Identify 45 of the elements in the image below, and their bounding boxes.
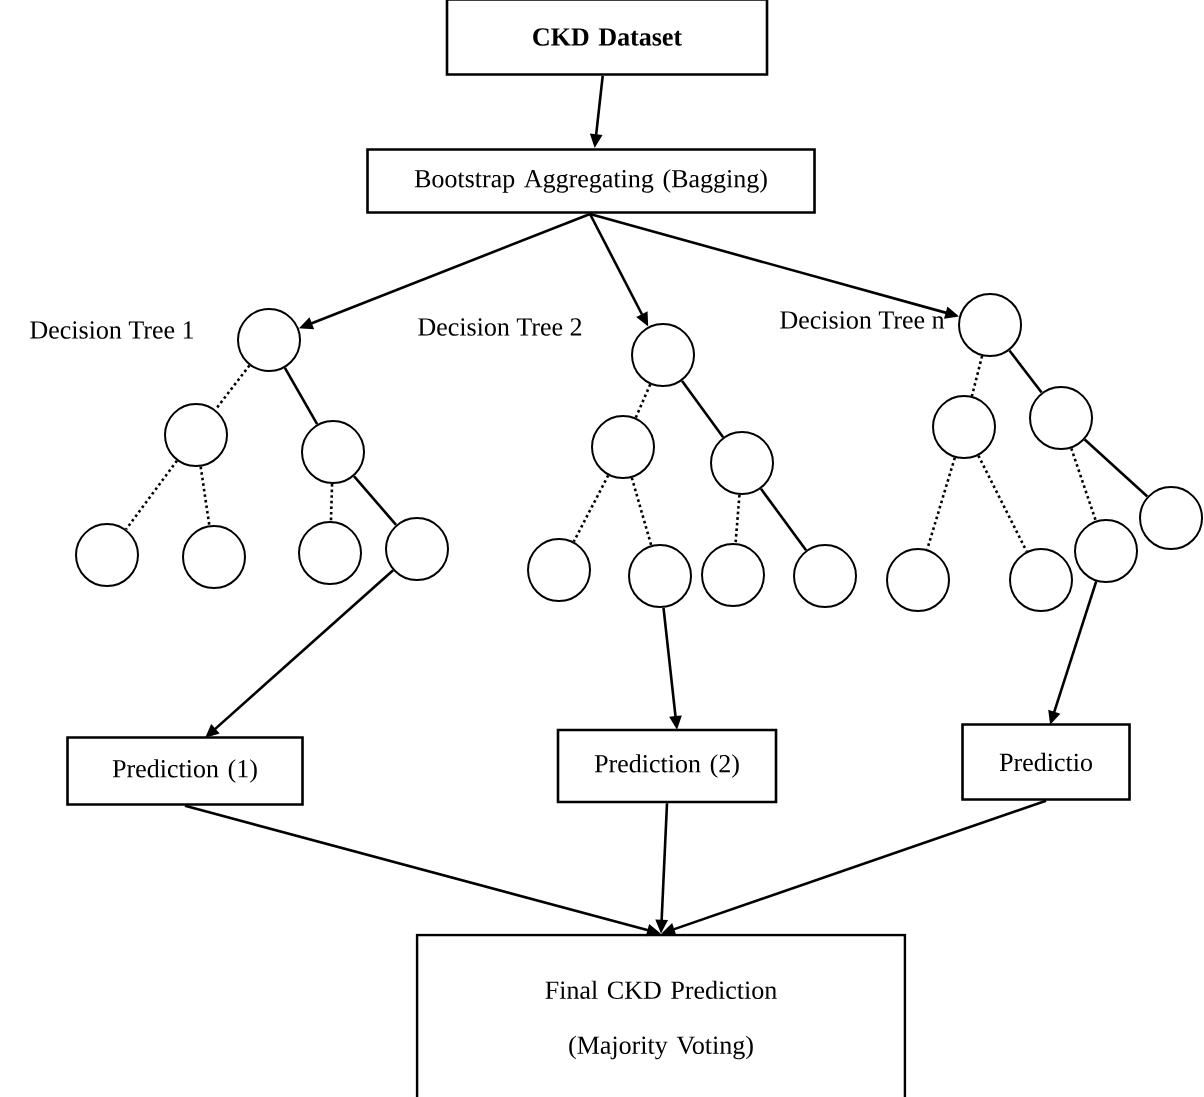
branch-line	[759, 488, 808, 551]
dotted-branch-line	[572, 474, 610, 543]
dotted-branch-line	[125, 459, 178, 531]
process-box: CKD Dataset	[445, 0, 769, 76]
dotted-branch-line	[634, 383, 652, 419]
tree-node-circle	[301, 420, 365, 484]
tree-node-circle	[527, 538, 591, 602]
dotted-branch-line	[734, 494, 741, 544]
tree-node-circle	[1074, 519, 1138, 583]
final-prediction-box: Final CKD Prediction (Majority Voting)	[415, 933, 907, 1097]
tree-node-circle	[75, 523, 139, 587]
branch-line	[283, 367, 319, 425]
dotted-branch-line	[977, 455, 1028, 552]
process-box: Bootstrap Aggregating (Bagging)	[366, 148, 816, 214]
tree-node-circle	[1029, 386, 1093, 450]
dotted-branch-line	[329, 483, 334, 522]
branch-line	[1008, 349, 1043, 394]
tree-label: Decision Tree 1	[30, 321, 193, 339]
prediction-box: Prediction (1)	[66, 736, 304, 806]
prediction-box: Prediction (2)	[556, 728, 778, 804]
tree-node-circle	[932, 395, 996, 459]
tree-node-circle	[793, 544, 857, 608]
dotted-branch-line	[1070, 447, 1097, 522]
tree-label: Decision Tree n	[780, 311, 945, 329]
tree-node-circle	[710, 431, 774, 495]
dotted-branch-line	[970, 355, 984, 397]
dotted-branch-line	[630, 477, 653, 546]
tree-node-circle	[1139, 486, 1203, 550]
tree-node-circle	[628, 544, 692, 608]
tree-node-circle	[591, 415, 655, 479]
dotted-branch-line	[926, 457, 957, 550]
tree-node-circle	[385, 517, 449, 581]
prediction-box: Predictio	[961, 723, 1131, 801]
branch-line	[1083, 438, 1149, 498]
dotted-branch-line	[199, 466, 211, 526]
tree-node-circle	[701, 543, 765, 607]
tree-label: Decision Tree 2	[418, 318, 582, 336]
tree-node-circle	[164, 403, 228, 467]
tree-node-circle	[182, 525, 246, 589]
tree-node-circle	[1009, 548, 1073, 612]
tree-node-circle	[886, 548, 950, 612]
dotted-branch-line	[214, 364, 251, 411]
branch-line	[680, 380, 725, 438]
branch-line	[352, 475, 398, 526]
tree-node-circle	[298, 521, 362, 585]
